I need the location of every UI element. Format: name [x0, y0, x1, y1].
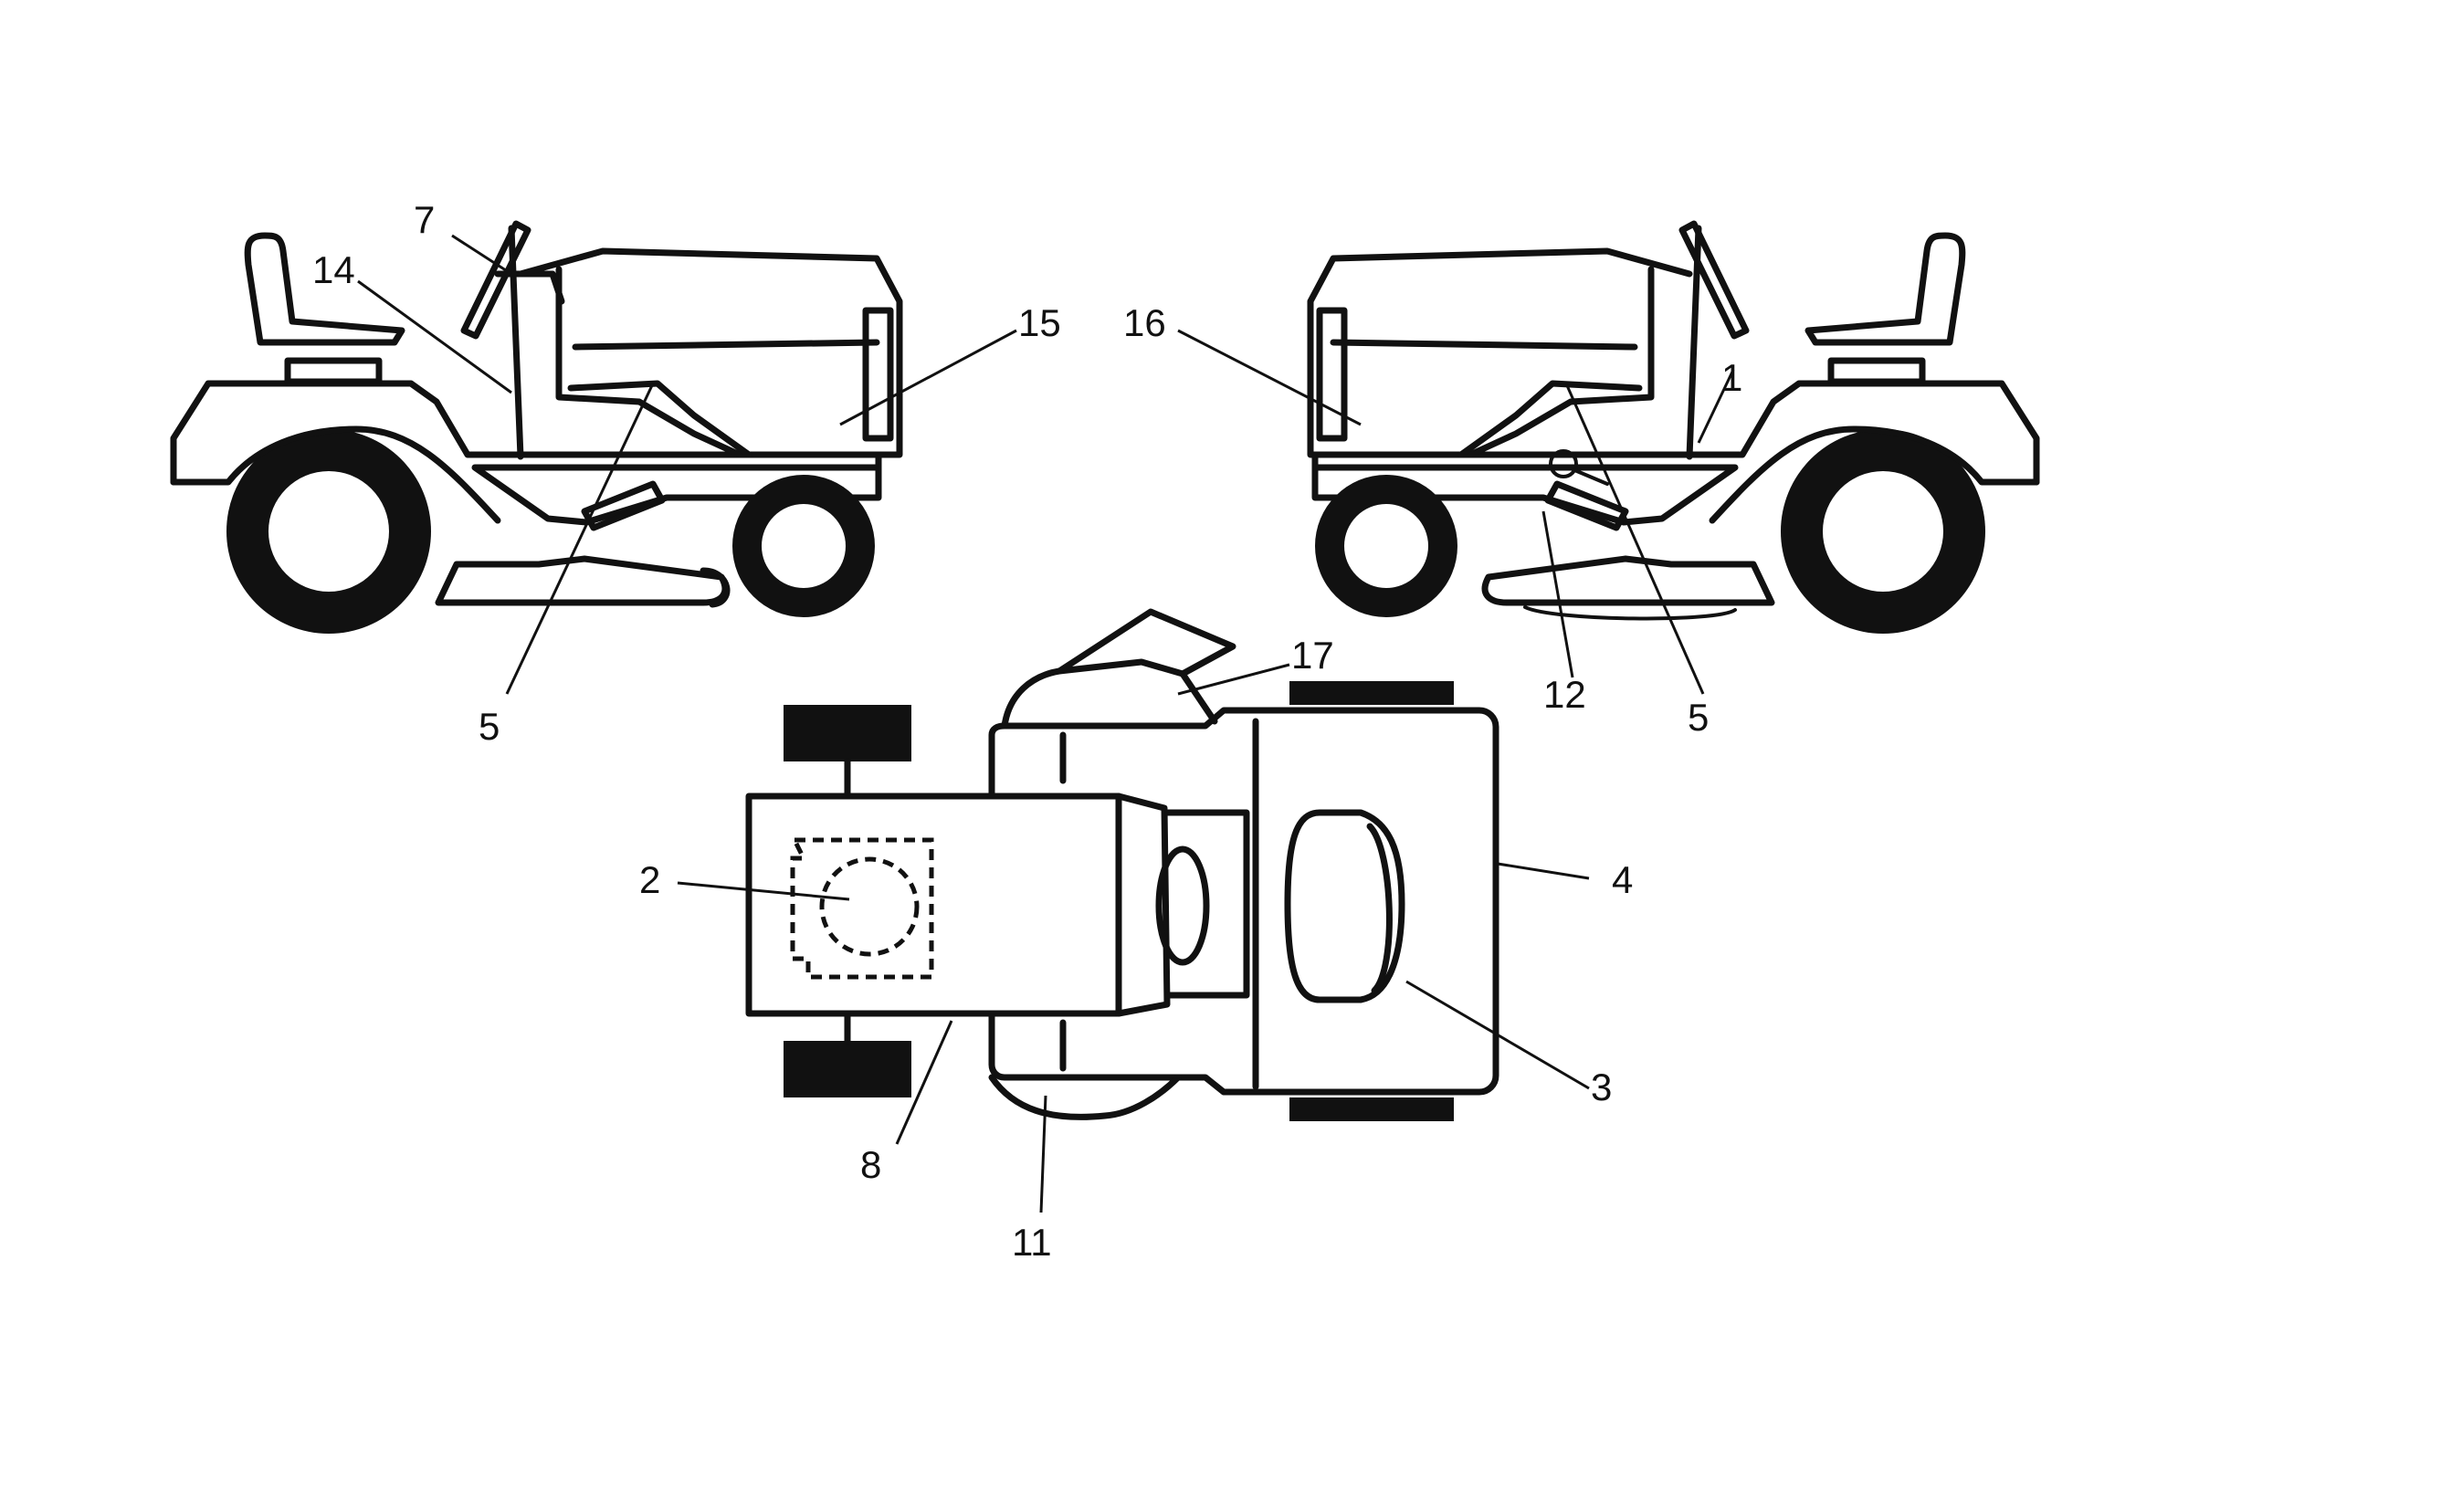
callout-7: 7: [414, 198, 435, 241]
callout-14: 14: [312, 248, 355, 291]
callout-labels: 7 14 5 15 16 1 12 5 17 2 4 3 8 11: [312, 198, 1742, 1264]
callout-16: 16: [1123, 301, 1166, 344]
callout-1: 1: [1721, 356, 1742, 399]
tractor-top-view: [745, 608, 1499, 1121]
callout-12: 12: [1543, 673, 1586, 716]
callout-11: 11: [1012, 1221, 1052, 1264]
callout-2: 2: [639, 858, 660, 901]
callout-17: 17: [1291, 634, 1334, 677]
callout-5-right: 5: [1688, 696, 1709, 739]
callout-8: 8: [860, 1143, 881, 1186]
callout-15: 15: [1018, 301, 1061, 344]
callout-3: 3: [1591, 1066, 1612, 1108]
callout-leaders: [357, 234, 1735, 1213]
callout-4: 4: [1612, 858, 1633, 901]
tractor-left-side-view: [170, 220, 903, 634]
tractor-right-side-view: [1307, 220, 2040, 634]
callout-5-left: 5: [479, 705, 500, 748]
